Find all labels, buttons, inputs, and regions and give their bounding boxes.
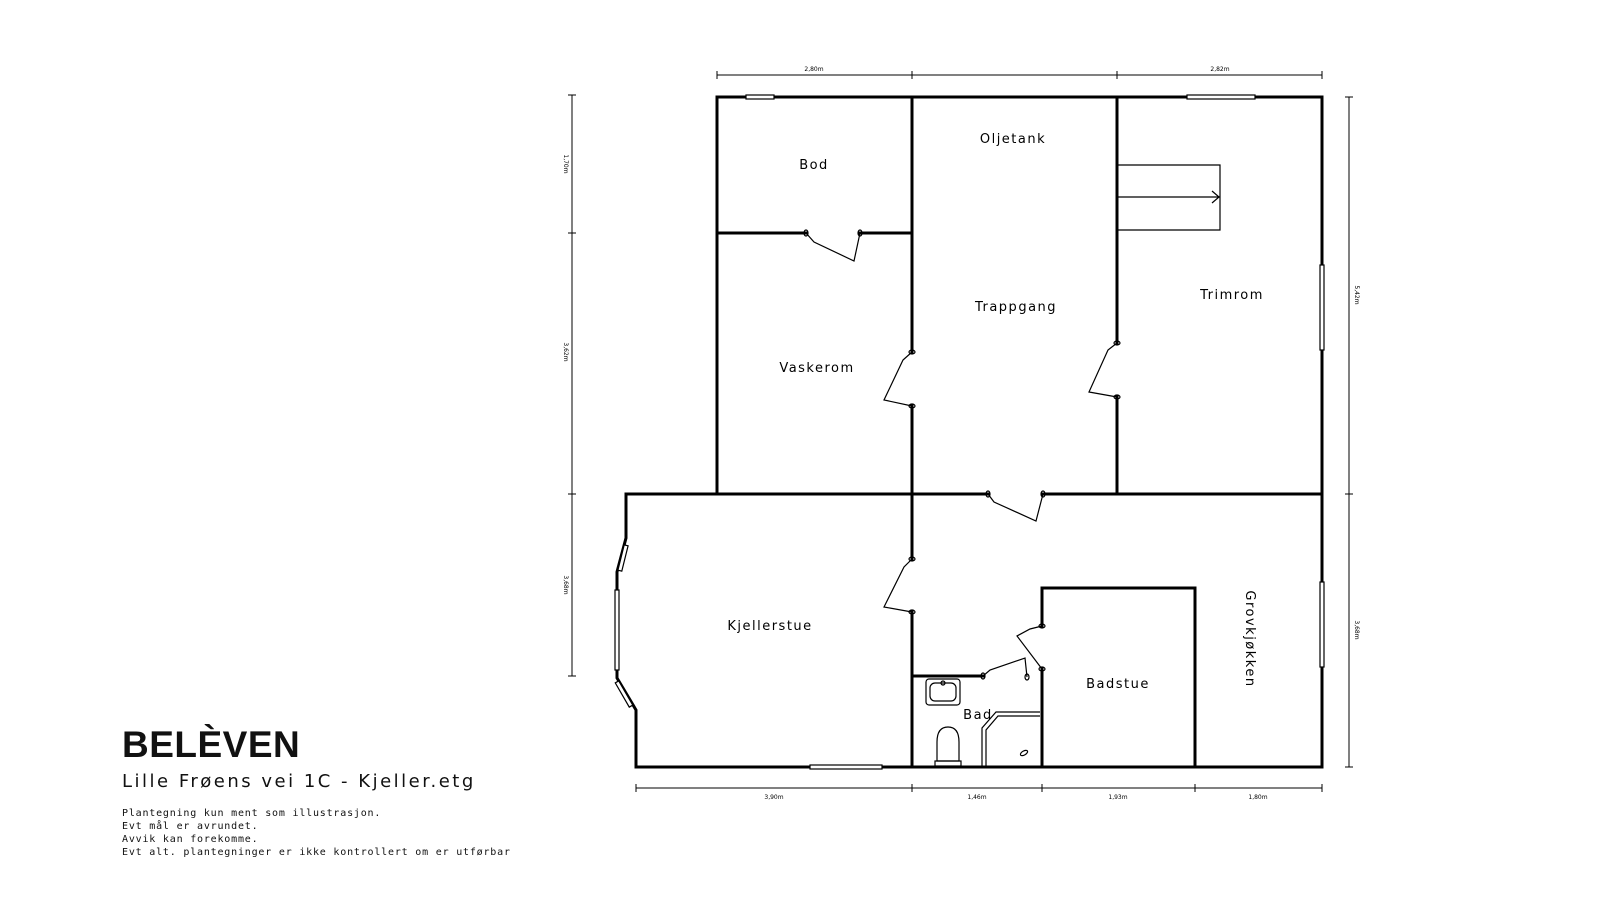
disclaimer: Plantegning kun ment som illustrasjon. E… <box>122 807 511 859</box>
brand-block: BELÈVEN Lille Frøens vei 1C - Kjeller.et… <box>122 726 511 859</box>
room-label-badstue: Badstue <box>1086 677 1150 692</box>
dim-left-3: 3,68m <box>562 575 569 594</box>
disclaimer-line: Plantegning kun ment som illustrasjon. <box>122 808 382 819</box>
dim-bottom-3: 1,93m <box>1108 794 1127 801</box>
company-logo: BELÈVEN <box>122 724 301 765</box>
room-label-grovkjokken: Grovkjøkken <box>1242 590 1257 687</box>
doors <box>803 229 1121 681</box>
disclaimer-line: Evt mål er avrundet. <box>122 821 259 832</box>
room-label-kjellerstue: Kjellerstue <box>727 619 812 634</box>
dim-left-2: 3,62m <box>562 342 569 361</box>
shower-icon <box>981 711 1040 766</box>
room-label-trappgang: Trappgang <box>974 300 1057 315</box>
dim-bottom-1: 3,90m <box>764 794 783 801</box>
disclaimer-line: Avvik kan forekomme. <box>122 834 259 845</box>
toilet-icon <box>934 726 962 767</box>
dim-right-1: 5,42m <box>1353 285 1360 304</box>
dimension-lines <box>568 71 1353 792</box>
dim-top-2: 2,82m <box>1210 66 1229 73</box>
dim-left-1: 1,70m <box>562 154 569 173</box>
property-address: Lille Frøens vei 1C - Kjeller.etg <box>122 771 476 792</box>
room-label-trimrom: Trimrom <box>1199 288 1264 303</box>
stairs-icon <box>1117 164 1221 231</box>
room-label-bad: Bad <box>963 708 993 723</box>
dim-right-2: 3,68m <box>1353 620 1360 639</box>
room-label-vaskerom: Vaskerom <box>779 361 854 376</box>
dim-bottom-4: 1,80m <box>1248 794 1267 801</box>
dim-top-1: 2,80m <box>804 66 823 73</box>
windows <box>614 94 1325 770</box>
room-label-oljetank: Oljetank <box>980 132 1046 147</box>
dim-bottom-2: 1,46m <box>967 794 986 801</box>
sink-icon <box>925 678 961 706</box>
room-label-bod: Bod <box>799 158 829 173</box>
disclaimer-line: Evt alt. plantegninger er ikke kontrolle… <box>122 847 511 858</box>
